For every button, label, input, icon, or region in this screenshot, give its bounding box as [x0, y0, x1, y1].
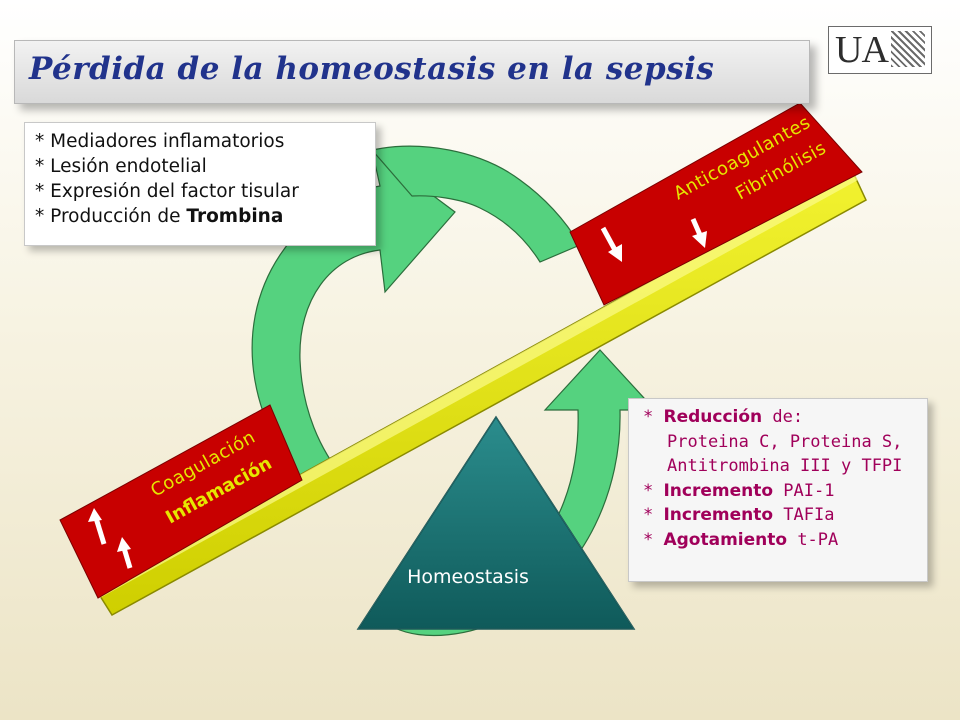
effect-text: de:	[762, 407, 804, 427]
effects-box: * Reducción de: Proteina C, Proteina S, …	[628, 398, 928, 582]
effect-bold: Incremento	[663, 505, 774, 525]
effect-item: Proteina C, Proteina S,	[667, 431, 903, 452]
effect-item: * Incremento PAI-1	[629, 479, 927, 504]
cause-item: * Mediadores inflamatorios	[35, 131, 285, 152]
effect-bullet: *	[643, 407, 664, 427]
logo-hatch-icon	[891, 31, 925, 67]
effect-text: PAI-1	[773, 480, 835, 501]
balance-beam	[93, 168, 867, 616]
logo-text: UA	[835, 29, 889, 71]
effect-bold: Reducción	[663, 407, 763, 427]
cause-item: * Producción de Trombina	[25, 204, 375, 229]
cause-item: * Lesión endotelial	[35, 156, 207, 177]
effect-bullet: *	[643, 529, 664, 550]
arrow-down-icon	[690, 217, 707, 248]
effect-text: TAFIa	[773, 505, 835, 525]
left-red-box: Coagulación Inflamación	[59, 404, 303, 599]
effect-bullet: *	[643, 480, 664, 501]
arrow-up-icon	[88, 508, 107, 545]
fulcrum-label: Homeostasis	[407, 566, 529, 588]
cause-item-bold: Trombina	[186, 206, 284, 227]
effect-text: t-PA	[787, 529, 839, 550]
effect-item: * Reducción de:	[629, 405, 927, 430]
fulcrum-triangle: Homeostasis	[356, 415, 636, 630]
cause-item-text: * Producción de	[35, 206, 187, 227]
arrow-down-icon	[600, 226, 622, 262]
cause-item: * Expresión del factor tisular	[35, 181, 299, 202]
effect-bold: Incremento	[663, 480, 774, 501]
effect-bold: Agotamiento	[663, 529, 788, 550]
effect-item: * Incremento TAFIa	[629, 503, 927, 528]
page-title: Pérdida de la homeostasis en la sepsis	[29, 51, 715, 87]
causes-box: * Mediadores inflamatorios * Lesión endo…	[24, 122, 376, 246]
effect-bullet: *	[643, 505, 664, 525]
arrow-up-icon	[117, 537, 133, 569]
university-logo: UA	[828, 26, 932, 74]
effect-item: Antitrombina III y TFPI	[667, 456, 903, 476]
effect-item: * Agotamiento t-PA	[629, 528, 927, 553]
title-banner: Pérdida de la homeostasis en la sepsis	[14, 40, 810, 104]
